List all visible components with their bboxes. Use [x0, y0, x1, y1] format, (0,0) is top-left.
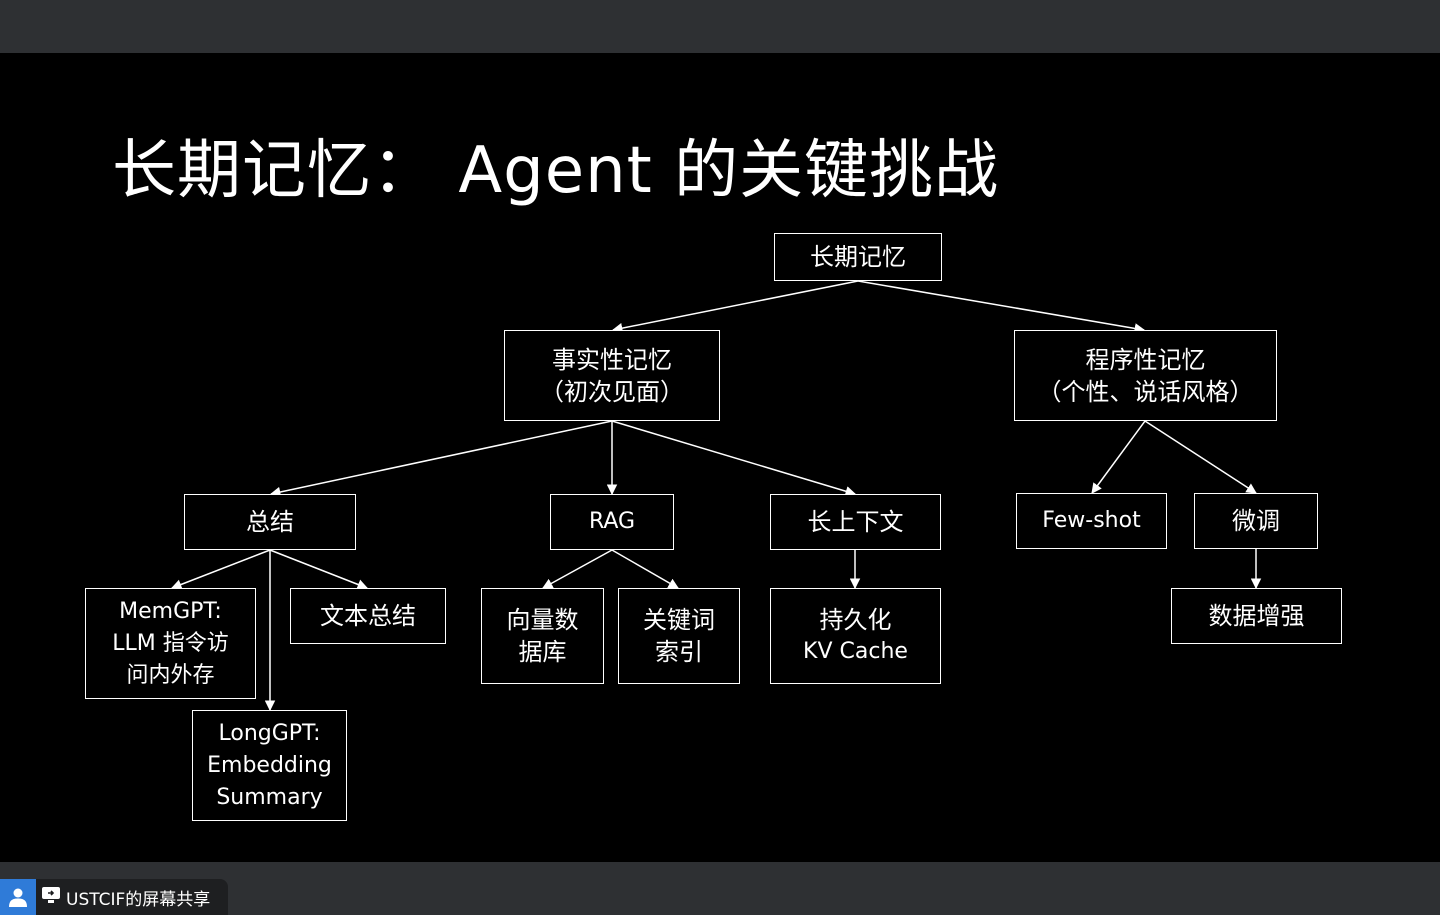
node-persistent-kv-cache: 持久化 KV Cache [770, 588, 941, 684]
node-procedural-memory: 程序性记忆 （个性、说话风格） [1014, 330, 1277, 421]
bottom-toolbar [0, 862, 1440, 915]
node-keyword-index: 关键词 索引 [618, 588, 740, 684]
edge-factual-summary [269, 420, 613, 498]
user-icon[interactable] [0, 879, 36, 915]
node-label: 索引 [655, 638, 703, 666]
edge-factual-longctx [611, 420, 857, 497]
node-rag: RAG [550, 494, 674, 550]
node-label: 数据增强 [1208, 602, 1305, 630]
edge-summary-textsummary [269, 549, 368, 590]
node-memgpt: MemGPT: LLM 指令访 问内外存 [85, 588, 256, 699]
edge-root-factual [611, 280, 859, 334]
node-label: 微调 [1232, 507, 1280, 535]
edge-rag-keyword [611, 549, 679, 589]
edge-procedural-finetune [1144, 420, 1257, 494]
node-label: 文本总结 [320, 602, 416, 630]
node-label: 据库 [518, 638, 567, 666]
screen-share-label-box[interactable]: USTCIF的屏幕共享 [36, 879, 228, 915]
edge-procedural-fewshot [1091, 420, 1146, 494]
node-label: KV Cache [803, 639, 908, 664]
node-label: MemGPT: [119, 598, 222, 624]
node-label: RAG [588, 509, 636, 534]
node-label: 持久化 [819, 606, 892, 634]
node-finetune: 微调 [1194, 493, 1318, 549]
node-label: 问内外存 [126, 662, 215, 688]
node-sublabel: （个性、说话风格） [1037, 377, 1254, 406]
node-label: 长期记忆 [810, 243, 906, 271]
node-label: Embedding [207, 752, 332, 778]
screen-share-icon [41, 886, 61, 909]
node-sublabel: （初次见面） [540, 377, 684, 406]
edge-root-procedural [857, 280, 1146, 334]
screen-share-label: USTCIF的屏幕共享 [66, 889, 211, 910]
node-label: 长上下文 [807, 508, 904, 536]
node-factual-memory: 事实性记忆 （初次见面） [504, 330, 720, 421]
node-label: Summary [216, 784, 323, 810]
node-few-shot: Few-shot [1016, 493, 1167, 549]
node-vector-database: 向量数 据库 [481, 588, 604, 684]
node-label: LongGPT: [218, 720, 321, 746]
node-label: 程序性记忆 [1085, 345, 1206, 374]
screen-share-badge[interactable]: USTCIF的屏幕共享 [0, 879, 228, 915]
node-label: 事实性记忆 [552, 345, 672, 374]
node-label: 向量数 [506, 606, 579, 634]
node-label: 关键词 [643, 606, 715, 634]
node-summary: 总结 [184, 494, 356, 550]
node-label: 总结 [246, 508, 294, 536]
top-toolbar [0, 0, 1440, 53]
node-text-summary: 文本总结 [290, 588, 446, 644]
node-longgpt: LongGPT: Embedding Summary [192, 710, 347, 821]
node-long-context: 长上下文 [770, 494, 941, 550]
node-long-term-memory: 长期记忆 [774, 233, 942, 281]
node-label: LLM 指令访 [112, 630, 229, 656]
edge-summary-memgpt [171, 549, 271, 590]
edge-rag-vectordb [542, 549, 613, 589]
node-data-augmentation: 数据增强 [1171, 588, 1342, 644]
slide-title: 长期记忆： Agent 的关键挑战 [112, 134, 1000, 208]
node-label: Few-shot [1042, 508, 1141, 533]
